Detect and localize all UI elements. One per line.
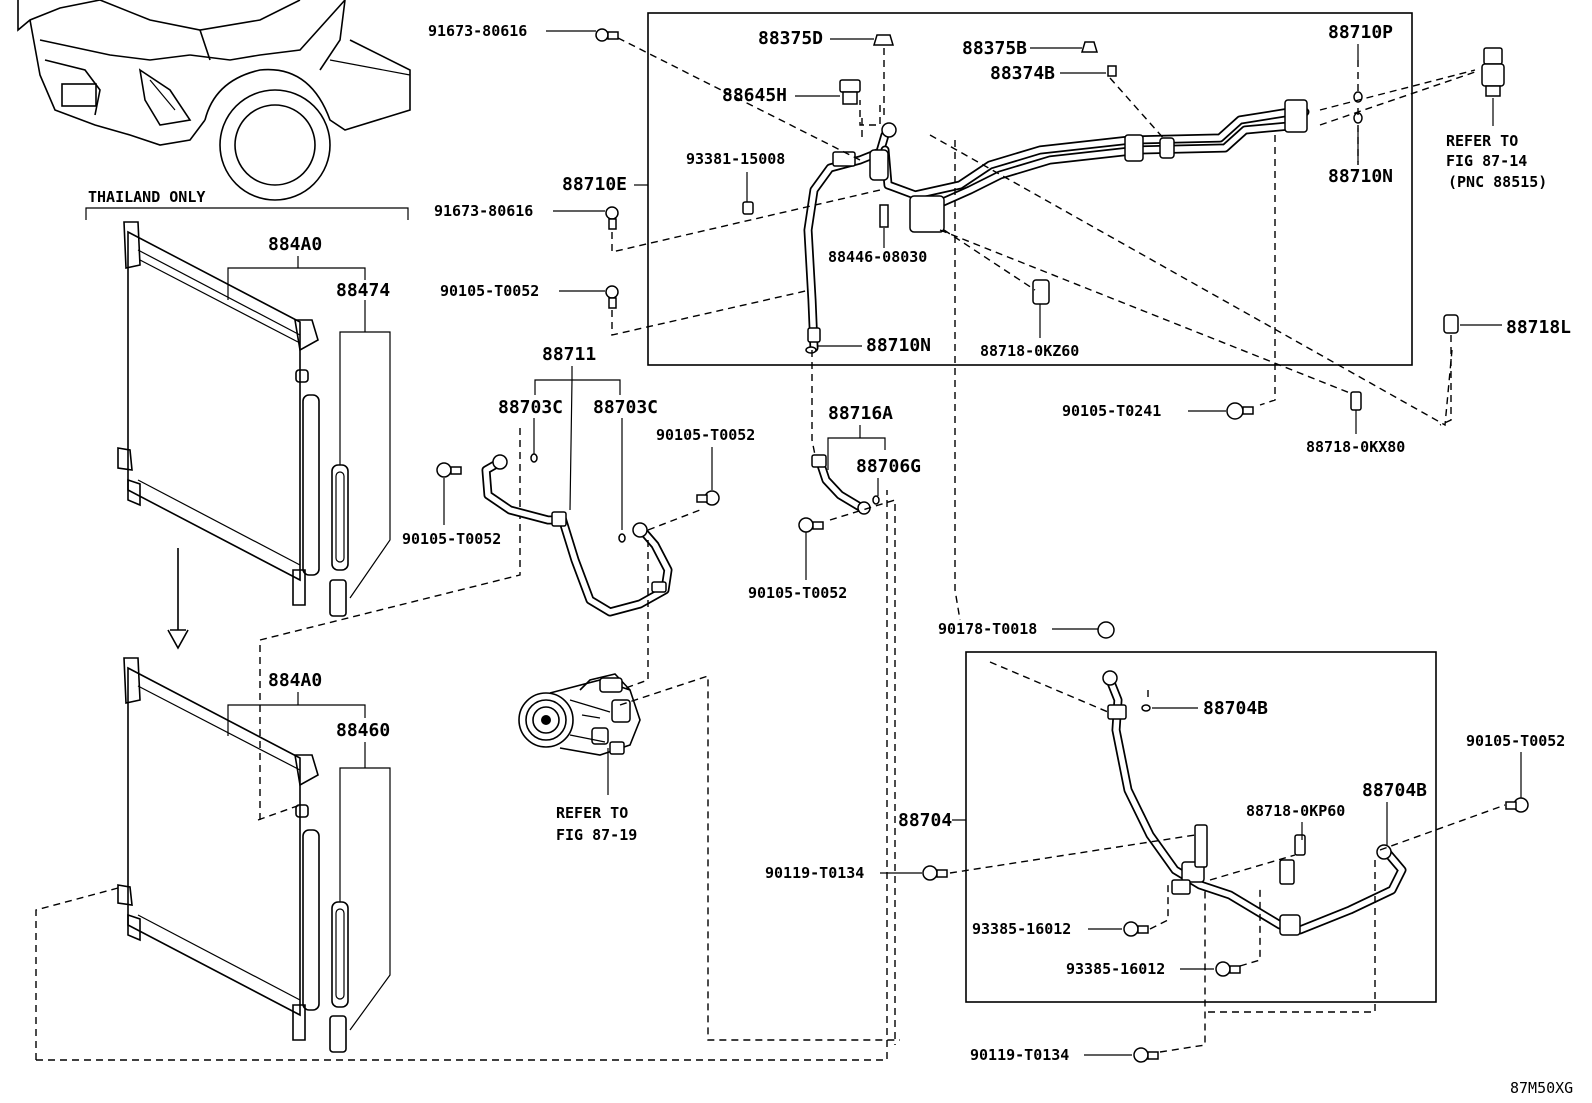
label-88710N-b: 88710N [1328,166,1393,187]
condenser-bottom [117,657,320,1041]
bolt-90105-T0241 [1226,402,1254,420]
small-fittings-bottom [922,704,1529,1063]
desiccant-88474 [329,464,349,617]
label-88710P: 88710P [1328,22,1393,43]
label-88716A: 88716A [828,403,893,424]
label-90119-T0134-b: 90119-T0134 [970,1046,1069,1064]
desiccant-88460 [329,901,349,1053]
refer-87-19-line1: REFER TO [556,804,628,822]
label-88718-0KP60: 88718-0KP60 [1246,802,1345,820]
label-88704B-a: 88704B [1203,698,1268,719]
label-88474: 88474 [336,280,390,301]
condenser-top [117,221,320,606]
label-88703C-b: 88703C [593,397,658,418]
clip-88718L [1439,314,1459,426]
compressor-illustration [518,673,641,756]
label-88374B: 88374B [990,63,1055,84]
label-90105-T0052-b: 90105-T0052 [656,426,755,444]
label-88704B-b: 88704B [1362,780,1427,801]
thailand-bracket [85,207,409,220]
label-88710E: 88710E [562,174,627,195]
thailand-only-note: THAILAND ONLY [88,188,205,206]
label-88460: 88460 [336,720,390,741]
detail-box-bottom [965,651,1437,1003]
label-91673-80616-b: 91673-80616 [434,202,533,220]
label-93385-16012-a: 93385-16012 [972,920,1071,938]
vehicle-illustration [17,0,411,201]
down-arrow-icon [167,548,189,650]
label-90105-T0052-a: 90105-T0052 [440,282,539,300]
label-88375D: 88375D [758,28,823,49]
label-88645H: 88645H [722,85,787,106]
small-fittings-top [595,28,1363,354]
refer-fig-87-14-part [1481,47,1505,126]
refer-87-14-line3: (PNC 88515) [1448,173,1547,191]
label-884A0-top: 884A0 [268,234,322,255]
refer-87-14-line1: REFER TO [1446,132,1518,150]
label-93381-15008: 93381-15008 [686,150,785,168]
label-88718L: 88718L [1506,317,1571,338]
label-90105-T0052-e: 90105-T0052 [1466,732,1565,750]
tube-88716A [798,454,880,533]
pipe-88710E [803,99,1310,353]
label-88704: 88704 [898,810,952,831]
label-88718-0KX80: 88718-0KX80 [1306,438,1405,456]
label-90119-T0134-a: 90119-T0134 [765,864,864,882]
label-90105-T0241: 90105-T0241 [1062,402,1161,420]
label-90105-T0052-c: 90105-T0052 [402,530,501,548]
label-91673-80616-a: 91673-80616 [428,22,527,40]
label-88446-08030: 88446-08030 [828,248,927,266]
refer-87-14-line2: FIG 87-14 [1446,152,1527,170]
clip-88718-0KX80 [1350,391,1362,411]
label-88711: 88711 [542,344,596,365]
refer-87-19-line2: FIG 87-19 [556,826,637,844]
detail-box-top [647,12,1413,366]
label-88375B: 88375B [962,38,1027,59]
suction-hose-88704 [1097,621,1407,936]
figure-code: 87M50XG [1510,1079,1573,1097]
label-93385-16012-b: 93385-16012 [1066,960,1165,978]
label-88706G: 88706G [856,456,921,477]
label-88703C-a: 88703C [498,397,563,418]
label-88718-0KZ60: 88718-0KZ60 [980,342,1079,360]
label-88710N-a: 88710N [866,335,931,356]
label-90178-T0018: 90178-T0018 [938,620,1037,638]
label-884A0-bottom: 884A0 [268,670,322,691]
pressure-switch-88645H [839,79,861,105]
hose-88711 [436,454,720,617]
label-90105-T0052-d: 90105-T0052 [748,584,847,602]
